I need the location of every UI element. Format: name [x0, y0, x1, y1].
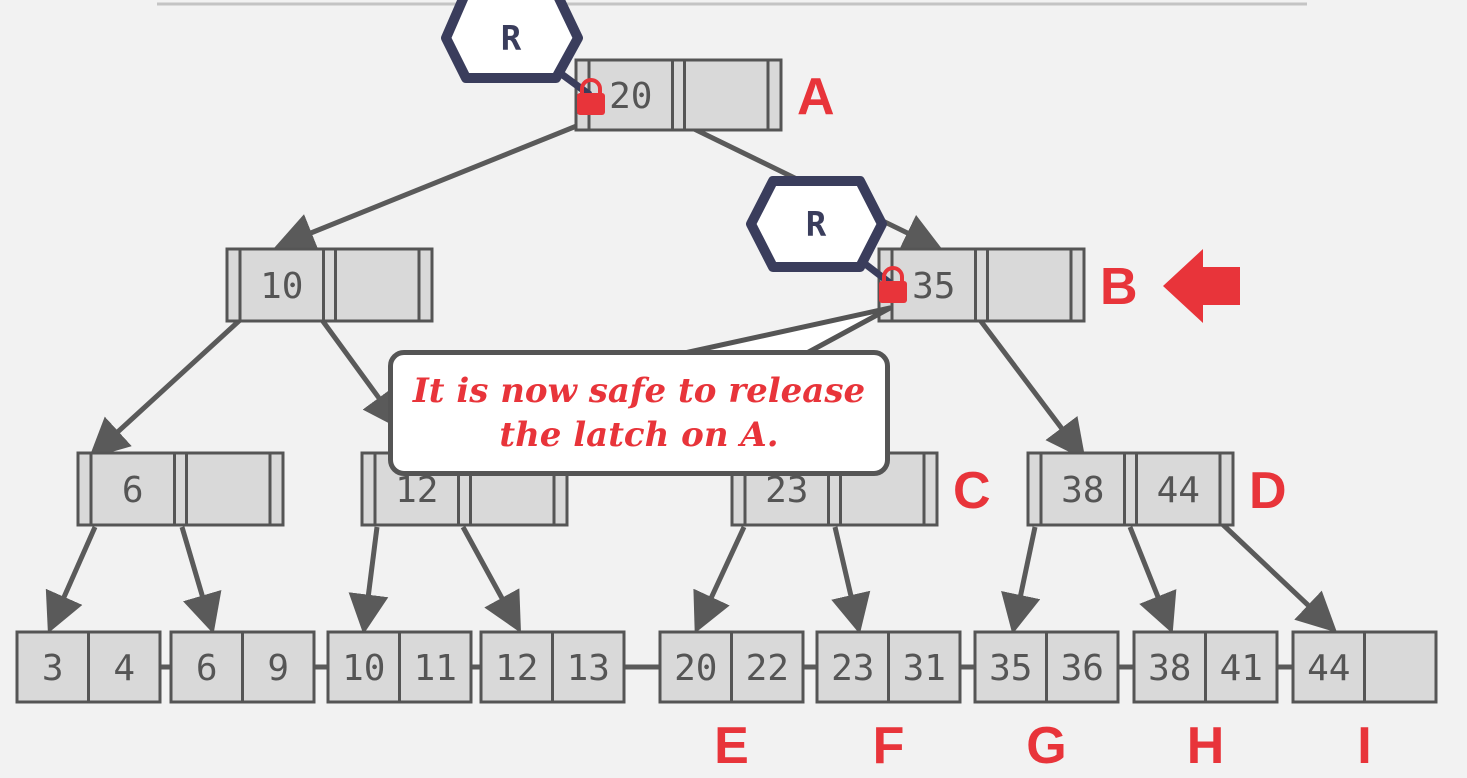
leaf-key: 23	[831, 648, 874, 689]
tree-edge	[978, 318, 1086, 460]
node-key: 20	[609, 76, 652, 117]
tree-edge	[1216, 518, 1338, 633]
inner-node-l1-right: 35 B	[877, 247, 1138, 323]
tree-edge	[45, 525, 98, 634]
leaf-node: 12 13	[479, 630, 626, 704]
tree-edge	[1127, 526, 1177, 634]
tree-edge	[1001, 526, 1041, 635]
inner-node-l2-3: 38 44 D	[1026, 451, 1287, 527]
leaf-key: 22	[746, 648, 789, 689]
leaf-key: 35	[989, 648, 1032, 689]
padlock-icon	[879, 266, 907, 303]
tree-edge	[88, 318, 242, 459]
leaf-key: 36	[1061, 648, 1104, 689]
leaf-label: H	[1187, 717, 1225, 775]
tree-edge	[693, 525, 747, 634]
node-key: 44	[1157, 470, 1200, 511]
tree-edge	[348, 526, 389, 635]
read-latch-label: R	[501, 19, 522, 59]
leaf-key: 20	[674, 648, 717, 689]
tree-edge	[831, 526, 871, 635]
node-label: D	[1249, 462, 1287, 520]
inner-node-root: 20 A	[574, 58, 835, 132]
leaf-label: E	[714, 717, 749, 775]
node-label: C	[953, 462, 991, 520]
tree-edge	[179, 526, 222, 634]
leaf-key: 10	[342, 648, 385, 689]
node-label: B	[1100, 258, 1138, 316]
leaf-key: 44	[1307, 648, 1350, 689]
leaf-node: 35 36G	[973, 630, 1120, 775]
inner-nodes: 20 A 10 35 B 6 12 23 C 38 44 D	[76, 58, 1287, 527]
leaf-node: 23 31F	[815, 630, 962, 775]
tree-edges	[45, 122, 1338, 635]
padlock-icon	[577, 78, 605, 115]
leaf-key: 11	[414, 648, 457, 689]
inner-node-l1-left: 10	[225, 247, 434, 323]
read-latch-label: R	[806, 205, 827, 245]
node-key: 6	[122, 470, 144, 511]
leaf-key: 4	[113, 648, 135, 689]
callout-line-1: It is now safe to release	[412, 371, 866, 411]
callout-line-2: the latch on A.	[499, 415, 779, 455]
leaf-key: 6	[196, 648, 218, 689]
tree-edge	[460, 525, 522, 633]
leaf-node: 10 11	[326, 630, 473, 704]
leaf-key: 41	[1220, 648, 1263, 689]
leaf-node: 44I	[1291, 630, 1438, 775]
leaf-node: 38 41H	[1132, 630, 1279, 775]
node-key: 12	[395, 470, 438, 511]
leaf-label: F	[873, 717, 905, 775]
callout-pointer	[677, 305, 893, 357]
inner-node-l2-0: 6	[76, 451, 285, 527]
read-latch-b: R	[746, 176, 893, 286]
node-key: 35	[912, 266, 955, 307]
leaf-key: 38	[1148, 648, 1191, 689]
arrow-left-icon	[1163, 249, 1240, 323]
node-key: 38	[1061, 470, 1104, 511]
leaf-label: G	[1026, 717, 1066, 775]
leaf-key: 31	[903, 648, 946, 689]
leaf-label: I	[1357, 717, 1371, 775]
node-key: 10	[260, 266, 303, 307]
tree-edge	[319, 318, 403, 431]
callout-box: It is now safe to release the latch on A…	[388, 350, 890, 476]
leaf-key: 12	[495, 648, 538, 689]
read-latch-root: R	[441, 0, 593, 98]
leaf-key: 9	[267, 648, 289, 689]
node-key: 23	[765, 470, 808, 511]
tree-edge	[274, 122, 580, 252]
leaf-key: 13	[567, 648, 610, 689]
leaf-node: 20 22E	[658, 630, 805, 775]
node-label: A	[797, 68, 835, 126]
leaf-key: 3	[42, 648, 64, 689]
